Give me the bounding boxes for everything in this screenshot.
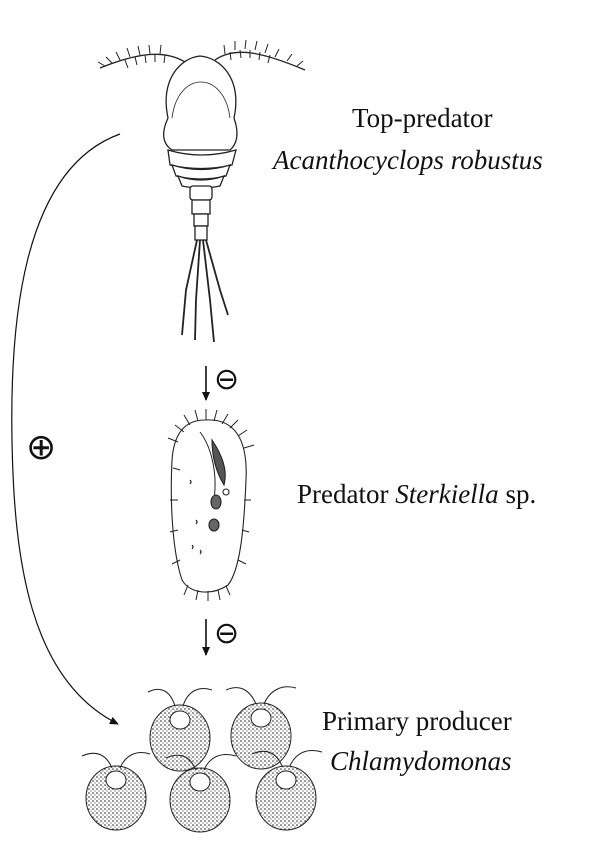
positive-effect-symbol: ⊕ <box>26 428 56 468</box>
predator-species-suffix: sp. <box>505 479 536 509</box>
top-predator-role-label: Top-predator <box>352 102 493 134</box>
predator-label: Predator Sterkiella sp. <box>297 478 536 510</box>
predator-species-label: Sterkiella <box>395 479 498 509</box>
primary-producer-species-label: Chlamydomonas <box>330 745 512 777</box>
chlamydomonas-illustration <box>82 687 322 832</box>
predator-role-label: Predator <box>297 479 388 509</box>
top-predator-species-label: Acanthocyclops robustus <box>273 144 543 176</box>
copepod-illustration <box>98 40 305 342</box>
negative-effect-symbol-top: ⊖ <box>214 362 239 398</box>
ciliate-illustration <box>168 409 254 601</box>
primary-producer-role-label: Primary producer <box>322 705 512 737</box>
negative-effect-symbol-middle: ⊖ <box>214 616 239 652</box>
